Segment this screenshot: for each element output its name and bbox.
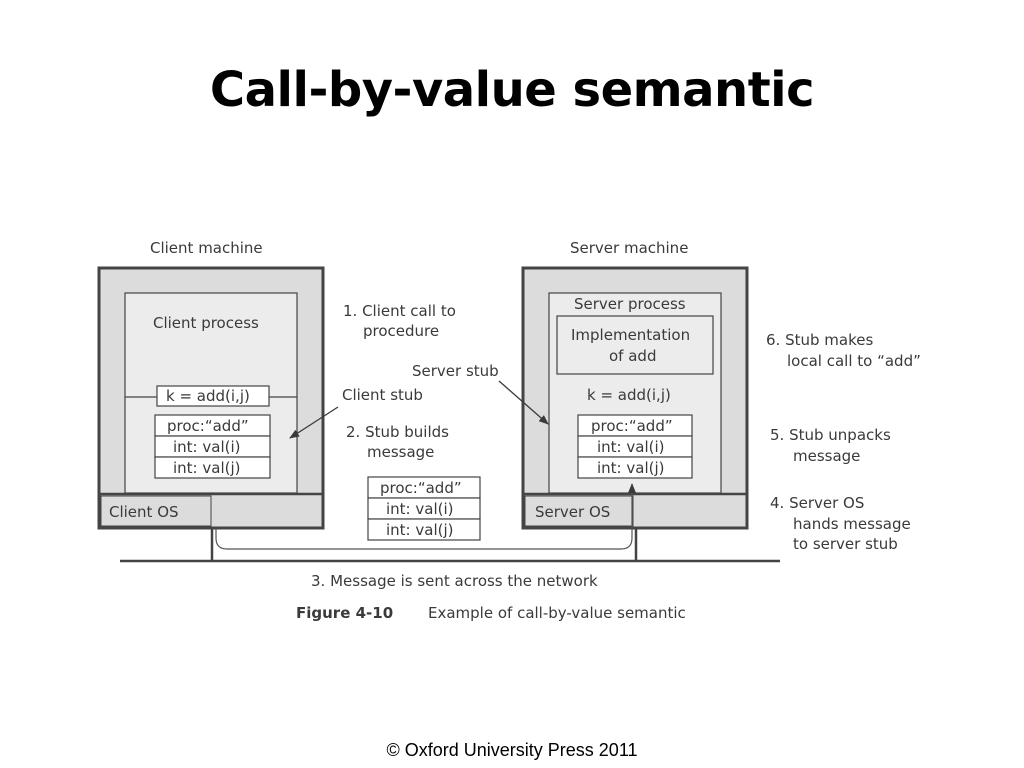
- network-msg-proc: proc:“add”: [380, 479, 462, 497]
- step-2-line-1: 2. Stub builds: [346, 423, 449, 441]
- server-os-cell: [524, 495, 634, 527]
- client-machine-label: Client machine: [150, 239, 263, 257]
- server-process-label: Server process: [574, 295, 686, 313]
- client-os-cell: [100, 495, 212, 527]
- client-process-label: Client process: [153, 314, 259, 332]
- server-impl-line1: Implementation: [571, 326, 690, 344]
- copyright-footer: © Oxford University Press 2011: [386, 740, 638, 760]
- client-msg-proc: proc:“add”: [167, 417, 249, 435]
- step-6-line-2: local call to “add”: [787, 352, 921, 370]
- message-path: [215, 483, 636, 550]
- step-4-line-2: hands message: [793, 515, 911, 533]
- server-impl-line2: of add: [609, 347, 656, 365]
- network-msg-row-3: [367, 518, 481, 541]
- client-msg-valj: int: val(j): [173, 459, 241, 477]
- client-msg-row-3: [154, 456, 271, 479]
- client-msg-vali: int: val(i): [173, 438, 241, 456]
- server-stub-label: Server stub: [412, 362, 499, 380]
- server-call-text: k = add(i,j): [587, 386, 671, 404]
- network-msg-valj: int: val(j): [386, 521, 454, 539]
- server-msg-row-3: [577, 456, 693, 479]
- server-msg-proc: proc:“add”: [591, 417, 673, 435]
- client-stub-arrow: [289, 406, 339, 439]
- step-4-line-1: 4. Server OS: [770, 494, 864, 512]
- client-call-text: k = add(i,j): [166, 387, 250, 405]
- network-msg-vali: int: val(i): [386, 500, 454, 518]
- figure-number: Figure 4-10: [296, 604, 393, 622]
- server-stub-arrow: [498, 380, 549, 425]
- server-machine-label: Server machine: [570, 239, 688, 257]
- client-call-box: [156, 385, 270, 407]
- step-6-line-1: 6. Stub makes: [766, 331, 873, 349]
- step-1-line-2: procedure: [363, 322, 439, 340]
- server-msg-valj: int: val(j): [597, 459, 665, 477]
- server-impl-box: [556, 315, 714, 375]
- step-3-text: 3. Message is sent across the network: [311, 572, 598, 590]
- step-2-line-2: message: [367, 443, 434, 461]
- step-4-line-3: to server stub: [793, 535, 898, 553]
- step-5-line-1: 5. Stub unpacks: [770, 426, 891, 444]
- server-msg-vali: int: val(i): [597, 438, 665, 456]
- step-1-line-1: 1. Client call to: [343, 302, 456, 320]
- slide-title: Call-by-value semantic: [209, 62, 815, 118]
- figure-caption: Example of call-by-value semantic: [428, 604, 686, 622]
- server-os-label: Server OS: [535, 503, 610, 521]
- client-os-label: Client OS: [109, 503, 179, 521]
- client-stub-label: Client stub: [342, 386, 423, 404]
- step-5-line-2: message: [793, 447, 860, 465]
